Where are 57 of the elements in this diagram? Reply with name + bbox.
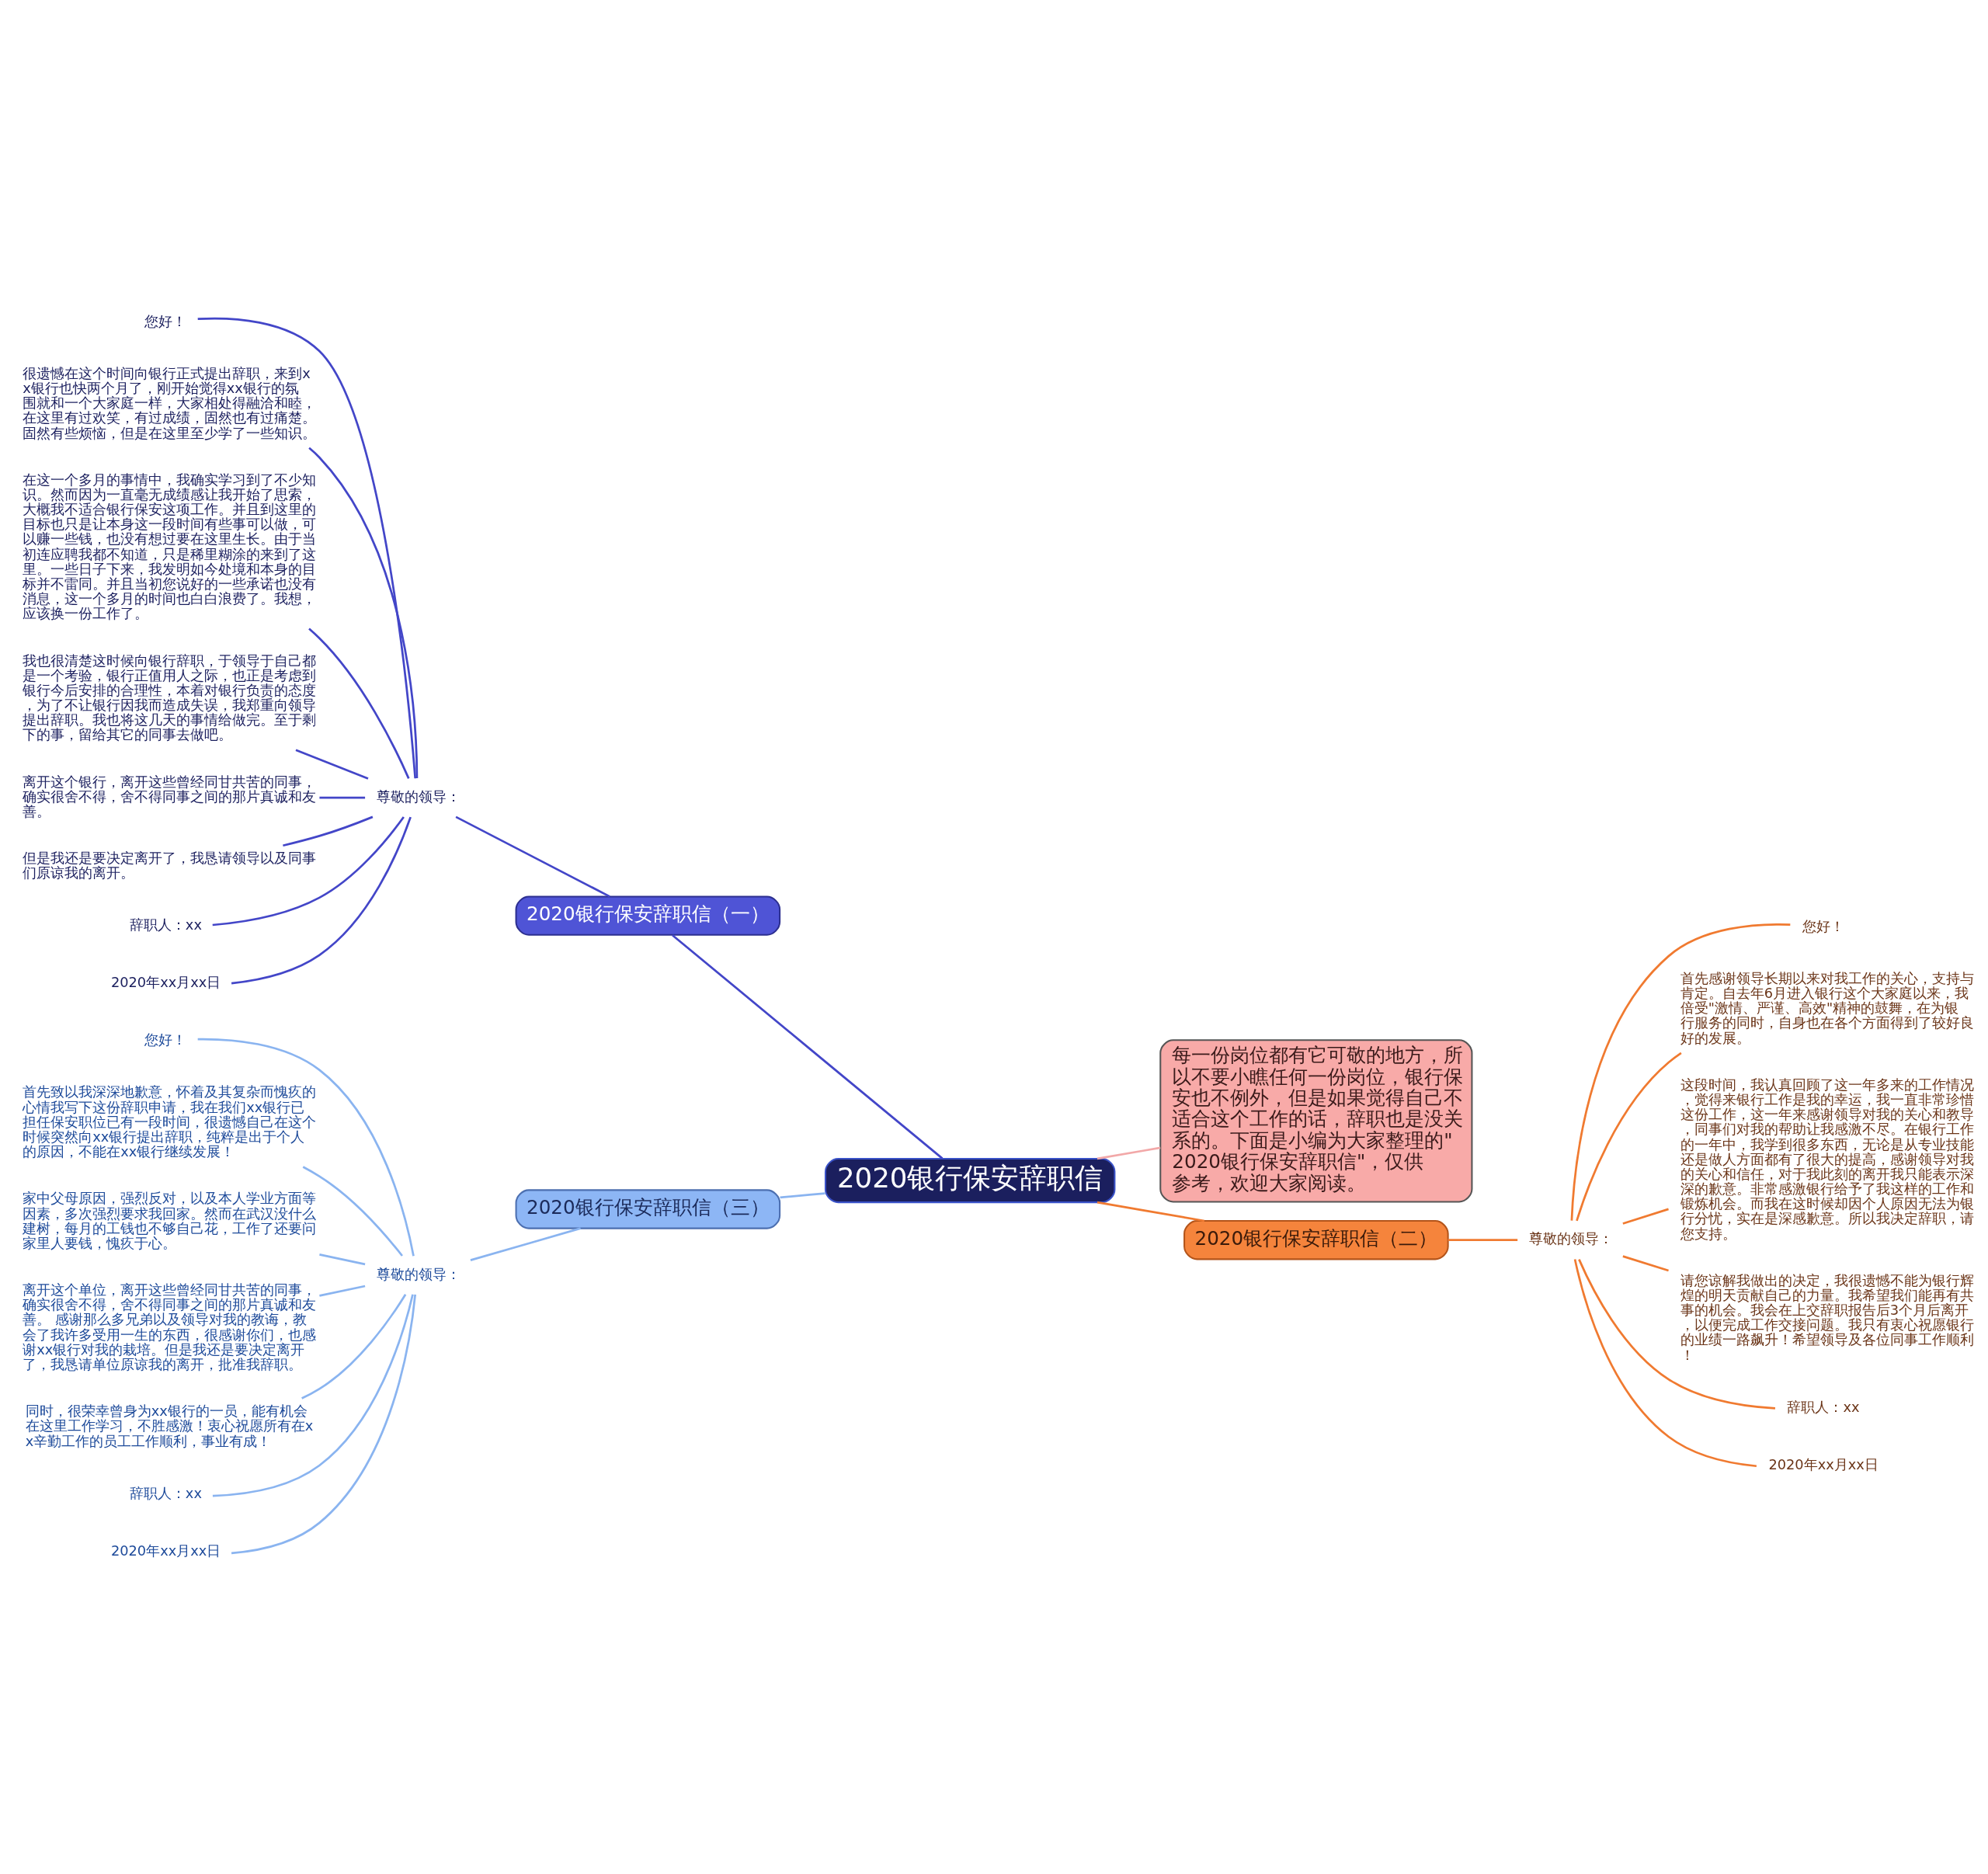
connector: [1622, 1255, 1669, 1272]
node-text: 尊敬的领导：: [377, 787, 461, 805]
connector: [319, 1285, 366, 1297]
node-text: 您好！: [144, 1031, 187, 1048]
node-text: 辞职人：xx: [129, 1484, 202, 1501]
node-box: 2020银行保安辞职信（三）: [515, 1189, 781, 1229]
connector: [212, 1294, 414, 1497]
connector: [283, 815, 374, 847]
node-box: 2020银行保安辞职信: [824, 1157, 1116, 1204]
node-text: 但是我还是要决定离开了，我恳请领导以及同事们原谅我的离开。: [23, 850, 317, 881]
node-text: 辞职人：xx: [129, 916, 202, 934]
connector: [780, 1192, 825, 1199]
node-box: 2020银行保安辞职信（二）: [1183, 1220, 1449, 1260]
connector: [1097, 1201, 1205, 1222]
connector: [295, 749, 369, 780]
node-text: 首先感谢领导长期以来对我工作的关心，支持与肯定。自去年6月进入银行这个大家庭以来，我倍受"激情、严谨、高效"精神的鼓舞，在为银行服务的同时，自身也在各个方面得到了较好良好的发展。: [1680, 969, 1974, 1046]
node-text: 2020年xx月xx日: [110, 974, 221, 991]
connector: [672, 934, 944, 1160]
connector: [308, 628, 410, 779]
connector: [319, 1253, 366, 1266]
node-text: 您好！: [144, 312, 187, 329]
node-text: 您好！: [1802, 917, 1844, 934]
node-text: 2020年xx月xx日: [110, 1542, 221, 1559]
node-text: 同时，很荣幸曾身为xx银行的一员，能有机会在这里工作学习，不胜感激！衷心祝愿所有在xx辛勤工作的员工工作顺利，事业有成！: [25, 1403, 314, 1449]
connector: [319, 796, 366, 799]
node-text: 2020年xx月xx日: [1768, 1455, 1879, 1472]
node-text: 辞职人：xx: [1787, 1398, 1860, 1415]
connector: [1573, 1259, 1757, 1468]
node-text: 首先致以我深深地歉意，怀着及其复杂而愧疚的心情我写下这份辞职申请，我在我们xx银行已担任保安职位已有一段时间，很遗憾自己在这个时候突然向xx银行提出辞职，纯粹是出于个人的原因，不能在xx银行继续发展！: [23, 1083, 317, 1160]
connector: [1570, 923, 1791, 1221]
connector: [308, 447, 419, 779]
node-text: 尊敬的领导：: [377, 1265, 461, 1282]
connector: [231, 1294, 417, 1555]
node-text: 请您谅解我做出的决定，我很遗憾不能为银行辉煌的明天贡献自己的力量。我希望我们能再有共事的机会。我会在上交辞职报告后3个月后离开，以便完成工作交接问题。我只有衷心祝愿银行的业绩一路飙升！希望领导及各位同事工作顺利！: [1680, 1271, 1974, 1363]
node-box: 每一份岗位都有它可敬的地方，所以不要小瞧任何一份岗位，银行保安也不例外，但是如果觉得自己不适合这个工作的话，辞职也是没关系的。下面是小编为大家整理的"2020银行保安辞职信"，仅供参考，欢迎大家阅读。: [1159, 1039, 1473, 1203]
node-box: 2020银行保安辞职信（一）: [515, 895, 781, 936]
connector: [1448, 1239, 1518, 1242]
connector: [1622, 1208, 1669, 1225]
connector: [1578, 1259, 1776, 1410]
connector: [231, 816, 412, 985]
node-text: 尊敬的领导：: [1529, 1230, 1614, 1247]
node-text: 在这一个多月的事情中，我确实学习到了不少知识。然而因为一直毫无成绩感让我开始了思索，大概我不适合银行保安这项工作。并且到这里的目标也只是让本身这一段时间有些事可以做，可以赚一些钱，也没有想过要在这里生长。由于当初连应聘我都不知道，只是稀里糊涂的来到了这里。一些日子下来，我发明如今处境和本身的目标并不雷同。并且当初您说好的一些承诺也没有消息，这一个多月的时间也白白浪费了。我想，应该换一份工作了。: [23, 471, 317, 622]
connector: [1576, 1052, 1682, 1222]
connector: [197, 1038, 415, 1257]
node-text: 很遗憾在这个时间向银行正式提出辞职，来到xx银行也快两个月了，刚开始觉得xx银行的氛围就和一个大家庭一样，大家相处得融洽和睦，在这里有过欢笑，有过成绩，固然也有过痛楚。固然有些烦恼，但是在这里至少学了一些知识。: [23, 364, 317, 441]
node-text: 我也很清楚这时候向银行辞职，于领导于自己都是一个考验，银行正值用人之际，也正是考虑到银行今后安排的合理性，本着对银行负责的态度，为了不让银行因我而造成失误，我郑重向领导提出辞职。我也将这几天的事情给做完。至于剩下的事，留给其它的同事去做吧。: [23, 652, 317, 743]
node-text: 离开这个单位，离开这些曾经同甘共苦的同事，确实很舍不得，舍不得同事之间的那片真诚和友善。 感谢那么多兄弟以及领导对我的教诲，教会了我许多受用一生的东西，很感谢你们，也感谢xx银行对我的栽培。但是我还是要决定离开了，我恳请单位原谅我的离开，批准我辞职。: [23, 1281, 317, 1372]
connector: [302, 1166, 403, 1257]
connector: [301, 1294, 407, 1399]
node-text: 这段时间，我认真回顾了这一年多来的工作情况，觉得来银行工作是我的幸运，我一直非常珍惜这份工作，这一年来感谢领导对我的关心和教导，同事们对我的帮助让我感激不尽。在银行工作的一年中，我学到很多东西，无论是从专业技能还是做人方面都有了很大的提高，感谢领导对我的关心和信任，对于我此刻的离开我只能表示深深的歉意。非常感激银行给予了我这样的工作和锻炼机会。而我在这时候却因个人原因无法为银行分忧，实在是深感歉意。所以我决定辞职，请您支持。: [1680, 1076, 1974, 1242]
node-text: 家中父母原因，强烈反对，以及本人学业方面等因素，多次强烈要求我回家。然而在武汉没什么建树，每月的工钱也不够自己花，工作了还要问家里人要钱，愧疚于心。: [23, 1190, 317, 1251]
connector: [1097, 1146, 1161, 1160]
connector: [470, 1227, 581, 1261]
connector: [455, 815, 610, 898]
connector: [212, 816, 405, 927]
connector: [197, 317, 417, 779]
node-text: 离开这个银行，离开这些曾经同甘共苦的同事，确实很舍不得，舍不得同事之间的那片真诚和友善。: [23, 773, 317, 819]
